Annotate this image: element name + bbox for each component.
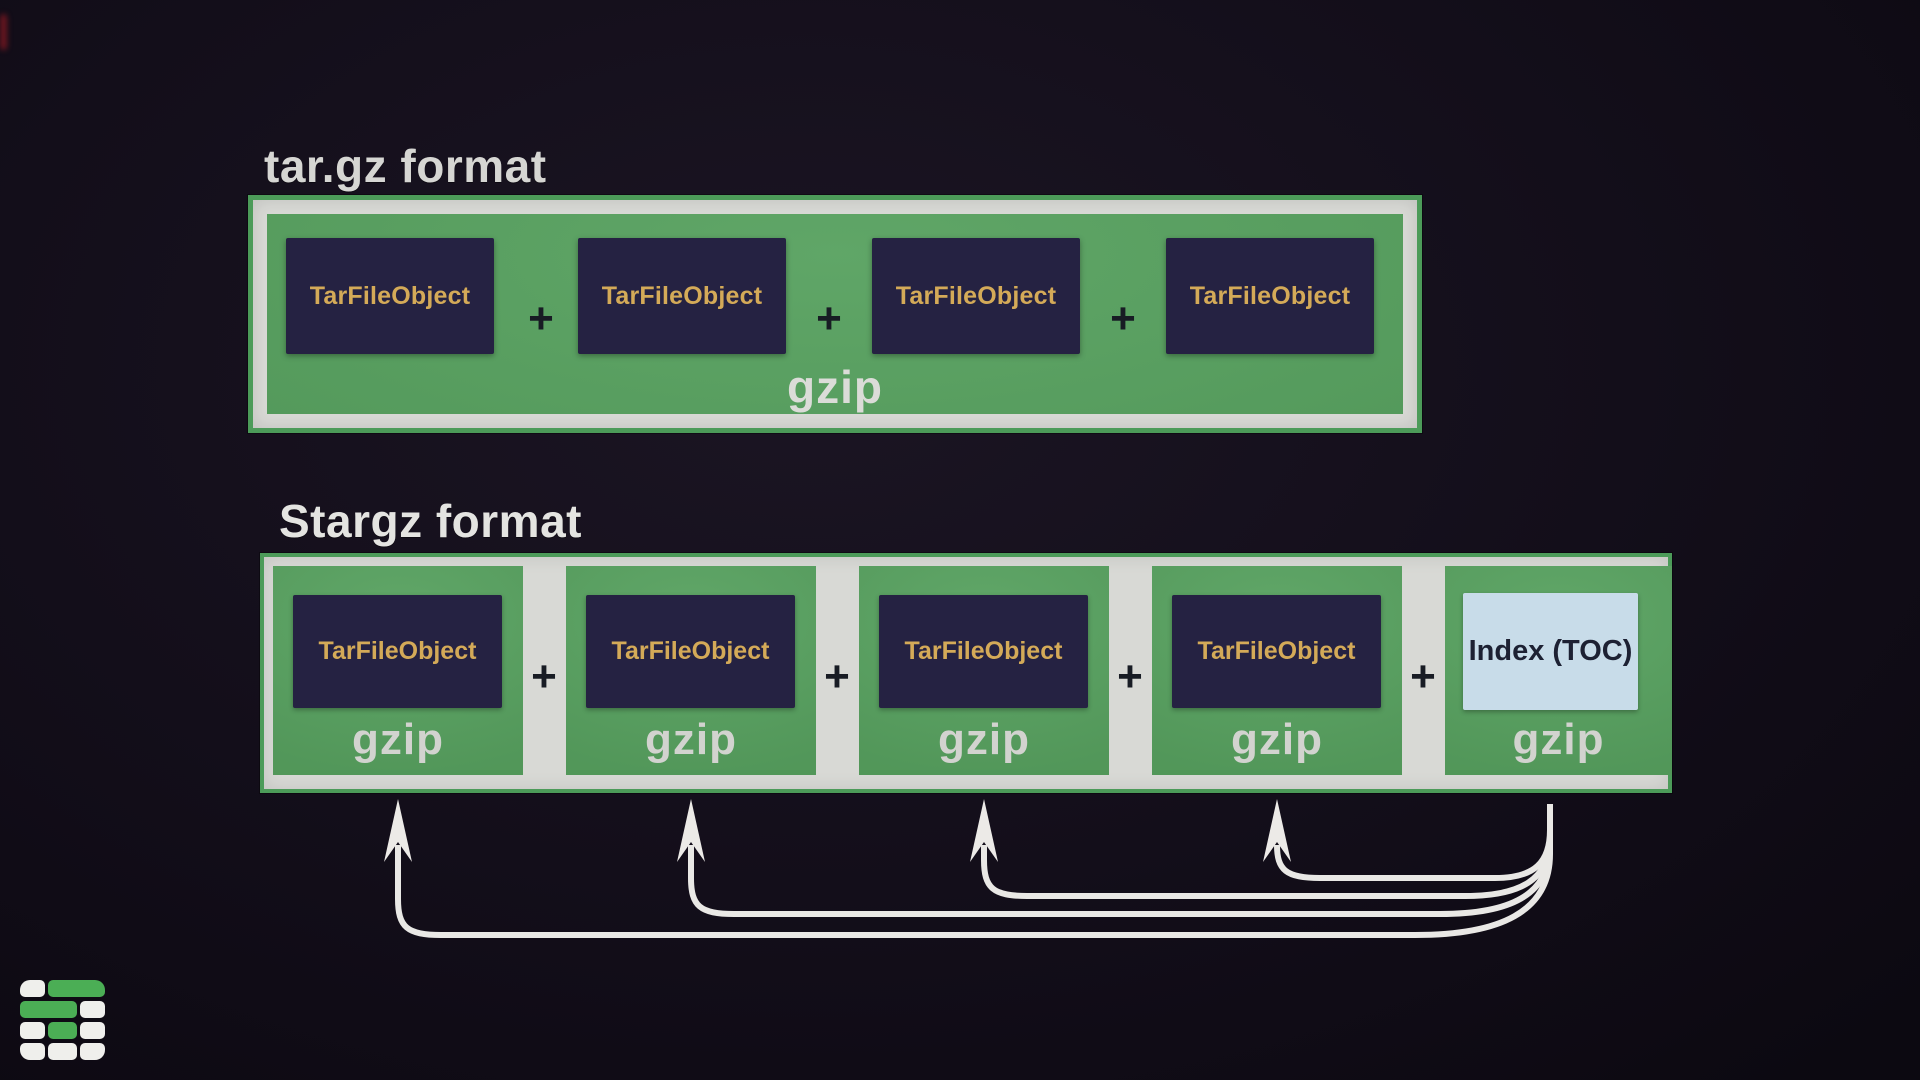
plus-operator: + — [816, 294, 842, 343]
stargz-chunk-1: TarFileObject gzip — [273, 566, 523, 775]
logo-cell — [20, 1001, 77, 1018]
targz-container: TarFileObject + TarFileObject + TarFileO… — [248, 195, 1422, 433]
tarfileobject-box: TarFileObject — [293, 595, 502, 708]
tarfileobject-label: TarFileObject — [895, 281, 1057, 310]
tarfileobject-label: TarFileObject — [904, 637, 1063, 665]
tarfileobject-box: TarFileObject — [586, 595, 795, 708]
brand-logo — [20, 980, 105, 1060]
plus-operator: + — [1117, 652, 1143, 701]
index-toc-label: Index (TOC) — [1468, 635, 1633, 667]
arrow-to-chunk-2 — [688, 804, 1553, 917]
tarfileobject-label: TarFileObject — [309, 281, 471, 310]
logo-cell — [80, 1001, 105, 1018]
stargz-chunk-2: TarFileObject gzip — [566, 566, 816, 775]
logo-cell — [20, 1043, 45, 1060]
plus-operator: + — [531, 652, 557, 701]
tarfileobject-box-1: TarFileObject — [286, 238, 494, 354]
logo-cell — [48, 980, 105, 997]
logo-cell — [48, 1043, 77, 1060]
gzip-label: gzip — [645, 715, 737, 764]
tarfileobject-label: TarFileObject — [601, 281, 763, 310]
tarfileobject-box-4: TarFileObject — [1166, 238, 1374, 354]
gzip-label: gzip — [1231, 715, 1323, 764]
plus-operator: + — [824, 652, 850, 701]
edge-artifact — [0, 14, 7, 50]
stargz-chunk-4: TarFileObject gzip — [1152, 566, 1402, 775]
logo-cell — [80, 1022, 105, 1039]
tarfileobject-box: TarFileObject — [879, 595, 1088, 708]
tarfileobject-box-3: TarFileObject — [872, 238, 1080, 354]
stargz-container: TarFileObject gzip + TarFileObject gzip … — [260, 553, 1672, 793]
targz-title: tar.gz format — [264, 140, 547, 192]
arrowhead-chunk-1 — [384, 799, 412, 862]
tarfileobject-label: TarFileObject — [611, 637, 770, 665]
arrowhead-chunk-2 — [677, 799, 705, 862]
stargz-chunk-3: TarFileObject gzip — [859, 566, 1109, 775]
logo-cell — [80, 1043, 105, 1060]
arrowhead-chunk-4 — [1263, 799, 1291, 862]
gzip-label: gzip — [352, 715, 444, 764]
index-toc-box: Index (TOC) — [1463, 593, 1638, 710]
arrow-to-chunk-1 — [395, 804, 1553, 938]
arrowhead-chunk-3 — [970, 799, 998, 862]
plus-operator: + — [528, 294, 554, 343]
plus-operator: + — [1410, 652, 1436, 701]
logo-cell — [20, 980, 45, 997]
tarfileobject-box-2: TarFileObject — [578, 238, 786, 354]
gzip-label: gzip — [1512, 715, 1605, 764]
gzip-label: gzip — [787, 361, 883, 413]
tarfileobject-label: TarFileObject — [318, 637, 477, 665]
arrow-to-chunk-3 — [981, 804, 1553, 899]
gzip-label: gzip — [938, 715, 1030, 764]
plus-operator: + — [1110, 294, 1136, 343]
logo-cell — [48, 1022, 77, 1039]
logo-cell — [20, 1022, 45, 1039]
stargz-index-chunk: Index (TOC) gzip — [1445, 566, 1672, 775]
tarfileobject-box: TarFileObject — [1172, 595, 1381, 708]
tarfileobject-label: TarFileObject — [1189, 281, 1351, 310]
arrow-to-chunk-4 — [1274, 804, 1553, 881]
stargz-title: Stargz format — [279, 495, 582, 547]
tarfileobject-label: TarFileObject — [1197, 637, 1356, 665]
